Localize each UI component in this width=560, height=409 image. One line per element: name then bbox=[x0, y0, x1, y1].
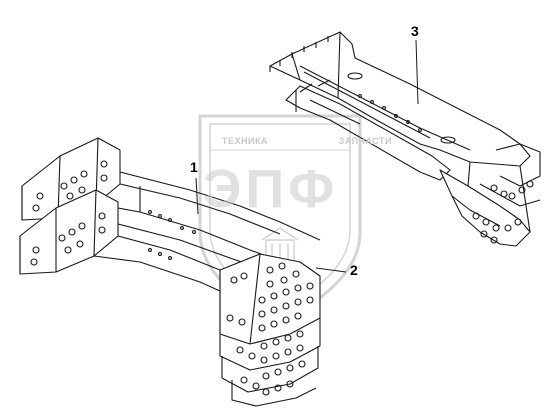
callout-1-leader bbox=[195, 177, 199, 215]
watermark-brand-right: ЗАПЧАСТИ bbox=[338, 136, 392, 146]
callout-3-label: 3 bbox=[411, 23, 419, 39]
callout-2-label: 2 bbox=[350, 262, 358, 278]
part-3-crossmember bbox=[269, 31, 541, 247]
callout-2-leader bbox=[315, 267, 347, 273]
part-2-end-brackets bbox=[219, 253, 321, 407]
callout-1-label: 1 bbox=[190, 159, 198, 175]
callout-3-leader bbox=[415, 39, 419, 105]
watermark-logo: ЭПФ bbox=[203, 159, 339, 219]
watermark-brand-left: ТЕХНИКА bbox=[222, 136, 268, 146]
part-1-crossmember bbox=[19, 137, 321, 301]
watermark-brand: ТЕХНИКА ЗАПЧАСТИ bbox=[222, 136, 392, 146]
